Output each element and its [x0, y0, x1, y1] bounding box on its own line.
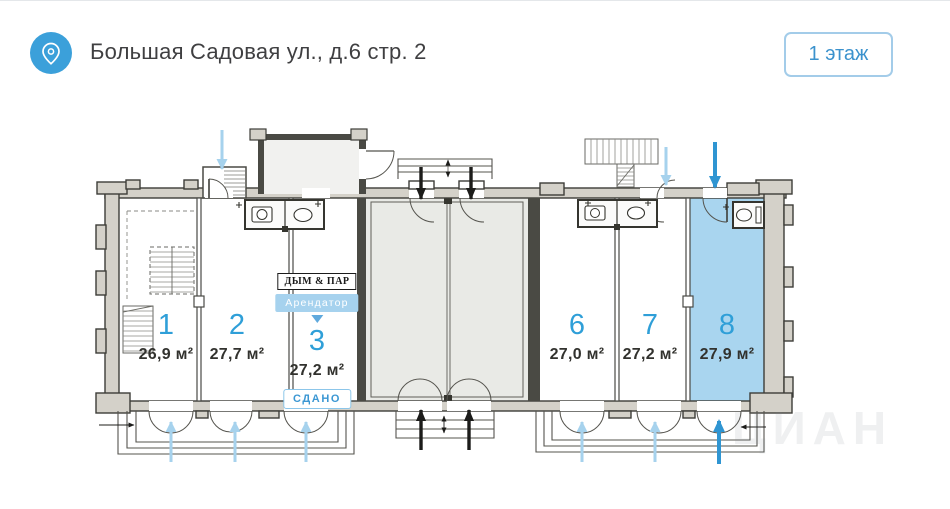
thick-interior-walls — [357, 198, 540, 401]
porch-steps — [117, 411, 765, 455]
stairs-unit-1 — [122, 210, 196, 354]
unit-1-region[interactable] — [120, 198, 197, 401]
unit-2-region[interactable] — [199, 198, 289, 401]
common-area — [366, 198, 528, 401]
entrance-arrows — [165, 130, 725, 464]
annex-room — [249, 128, 395, 194]
unit-7-region[interactable] — [619, 198, 686, 401]
unit-6-region[interactable] — [541, 198, 615, 401]
stairs-top-right — [584, 138, 659, 188]
unit-3-region[interactable] — [291, 198, 357, 401]
entrance-porch-top — [397, 158, 493, 179]
location-pin-icon — [30, 32, 72, 74]
unit-8-region[interactable] — [690, 198, 766, 401]
bathroom-units-6-7 — [577, 199, 658, 230]
unit-8-highlight — [690, 198, 766, 401]
room-fills — [366, 198, 766, 401]
building-walls — [95, 179, 794, 419]
floor-selector-button[interactable]: 1 этаж — [784, 32, 893, 77]
stair-vestibule — [202, 166, 247, 199]
dimension-marks — [99, 415, 766, 434]
page-title: Большая Садовая ул., д.6 стр. 2 — [90, 39, 427, 64]
bathroom-units-2-3 — [236, 199, 325, 232]
bathroom-unit-8 — [723, 201, 765, 229]
